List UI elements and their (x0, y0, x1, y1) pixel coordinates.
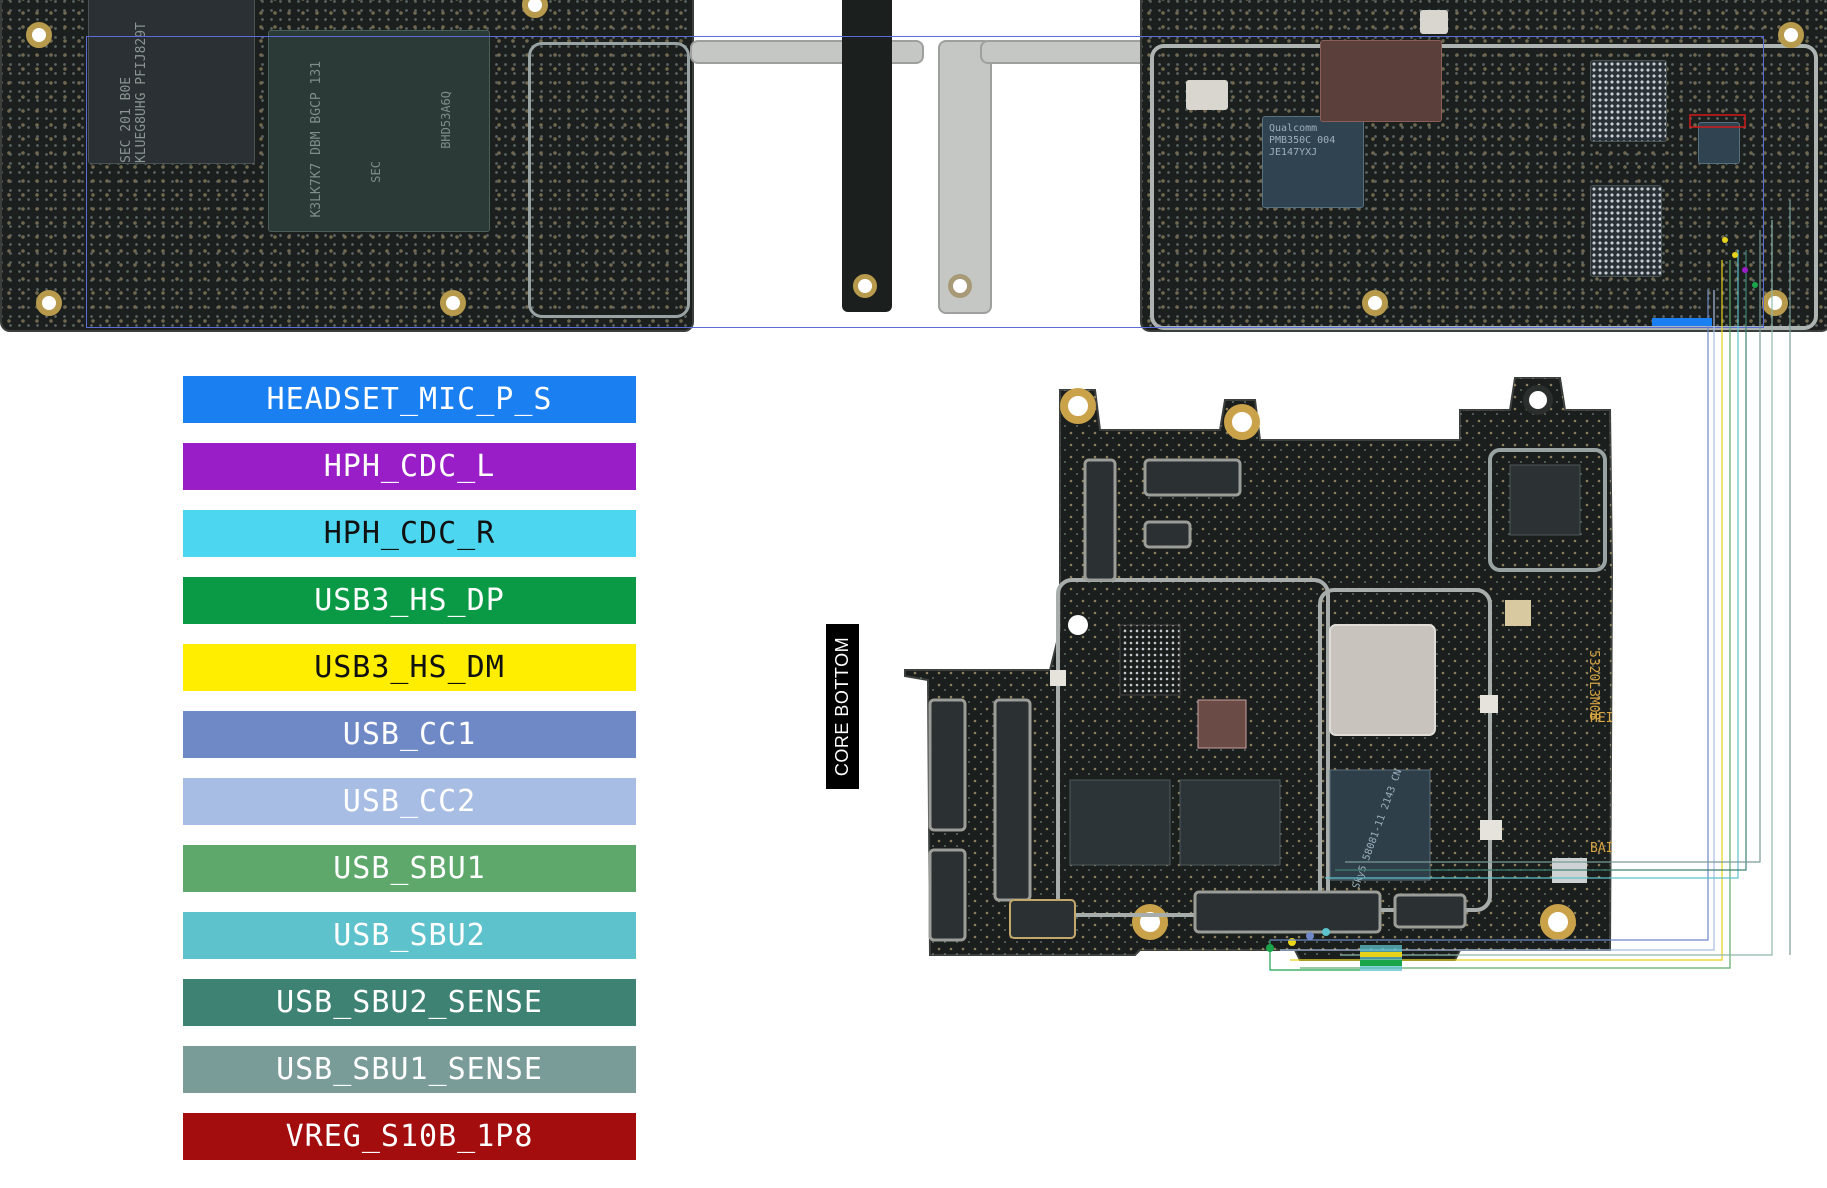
board-connector (1393, 893, 1467, 929)
legend-item-usb-sbu2: USB_SBU2 (183, 912, 636, 959)
mount-hole (1068, 615, 1088, 635)
legend-item-usb-cc2: USB_CC2 (183, 778, 636, 825)
board-connector (928, 848, 967, 942)
mount-hole (1762, 290, 1788, 316)
bai-mark: BAI (1590, 841, 1613, 856)
board-connector (1083, 458, 1117, 582)
gold-component-cluster (1320, 40, 1442, 122)
rf-chip (1179, 779, 1281, 866)
mount-hole (1224, 404, 1260, 440)
mount-hole (522, 0, 548, 18)
left-shield (528, 42, 690, 318)
mount-hole (1523, 385, 1553, 415)
legend-item-usb-cc1: USB_CC1 (183, 711, 636, 758)
shield-can (1329, 624, 1436, 736)
mount-hole (1060, 388, 1096, 424)
legend-item-usb-sbu2-sense: USB_SBU2_SENSE (183, 979, 636, 1026)
signal-legend: HEADSET_MIC_P_S HPH_CDC_L HPH_CDC_R USB3… (183, 376, 636, 1180)
mount-hole (26, 22, 52, 48)
small-component (1480, 695, 1498, 713)
gold-pads (1186, 80, 1228, 110)
mount-hole (1778, 22, 1804, 48)
view-label-text: CORE BOTTOM (832, 636, 852, 777)
board-connector (1143, 520, 1192, 549)
test-point (1322, 928, 1330, 936)
mount-hole (440, 290, 466, 316)
legend-item-usb3-hs-dp: USB3_HS_DP (183, 577, 636, 624)
board-connector (993, 698, 1032, 902)
legend-item-vreg-s10b-1p8: VREG_S10B_1P8 (183, 1113, 636, 1160)
gold-pads (1420, 10, 1448, 34)
pa-chip (1509, 464, 1581, 536)
board-connector (1009, 899, 1076, 939)
mount-hole (36, 290, 62, 316)
bottom-board: Sky5 58081-11 2143 CN 5320L3M0B HEI BAI (904, 377, 1613, 961)
legend-item-usb-sbu1: USB_SBU1 (183, 845, 636, 892)
board-connector (928, 698, 967, 832)
ram-chip: K3LK7K7 DBM BGCP 131 SEC BHD53A6Q (268, 30, 490, 232)
mount-hole (1540, 904, 1576, 940)
legend-item-usb3-hs-dm: USB3_HS_DM (183, 644, 636, 691)
red-marked-chip (1197, 699, 1247, 749)
small-component (1505, 600, 1531, 626)
pmic-chip: Qualcomm PMB350C 004 JE147YXJ (1262, 116, 1364, 208)
mount-hole (948, 274, 972, 298)
bga-chip (1590, 60, 1667, 142)
usb-board-connector (1193, 890, 1382, 934)
qr-label (1552, 858, 1587, 883)
legend-item-usb-sbu1-sense: USB_SBU1_SENSE (183, 1046, 636, 1093)
small-component (1050, 670, 1066, 686)
board-connector (1143, 458, 1242, 497)
test-point (1266, 944, 1274, 952)
highlight-frame (86, 36, 1764, 328)
legend-item-hph-cdc-r: HPH_CDC_R (183, 510, 636, 557)
view-label: CORE BOTTOM (826, 624, 859, 789)
small-component (1480, 820, 1502, 840)
audio-codec-chip (1698, 122, 1740, 164)
rf-chip (1069, 779, 1171, 866)
flex-stick-left (842, 0, 892, 312)
memory-chip: SEC 201 B0E KLUEG8UHG PFIJ829T (88, 0, 255, 164)
legend-item-headset-mic-p-s: HEADSET_MIC_P_S (183, 376, 636, 423)
chip-with-bga (1119, 624, 1181, 696)
test-point (1306, 932, 1314, 940)
mount-hole (1132, 904, 1168, 940)
legend-item-hph-cdc-l: HPH_CDC_L (183, 443, 636, 490)
pmic-chip-marking: Qualcomm PMB350C 004 JE147YXJ (1269, 123, 1336, 158)
hei-mark: HEI (1590, 711, 1613, 726)
metal-stick (938, 40, 992, 314)
mount-hole (853, 274, 877, 298)
test-point (1288, 938, 1296, 946)
